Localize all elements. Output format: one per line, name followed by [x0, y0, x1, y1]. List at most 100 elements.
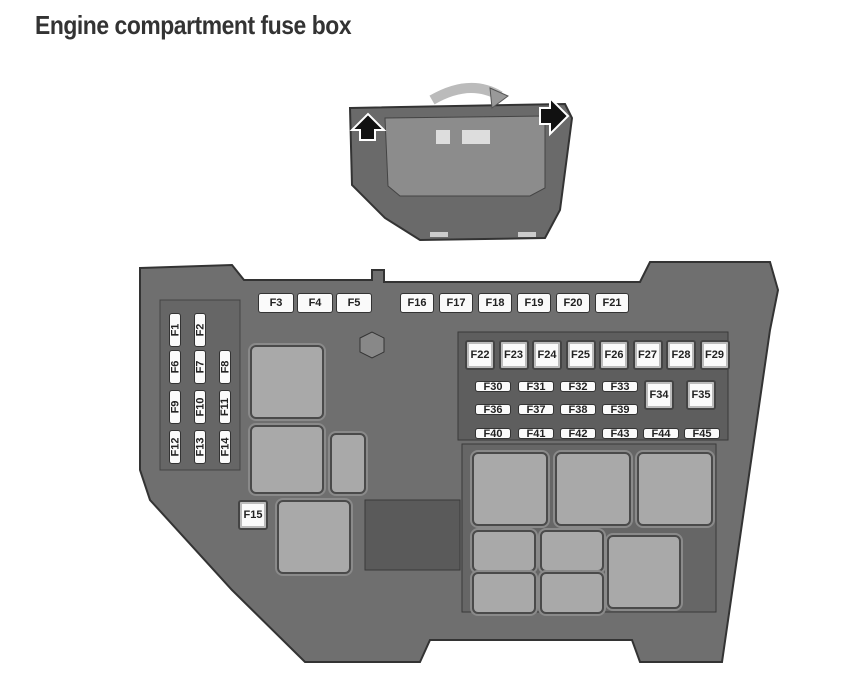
fuse-f16[interactable]: F16 [400, 293, 434, 313]
page-title: Engine compartment fuse box [35, 10, 352, 40]
fuse-label: F23 [504, 349, 523, 361]
fuse-f19[interactable]: F19 [517, 293, 551, 313]
relay [472, 572, 536, 614]
fuse-label: F10 [194, 397, 206, 417]
fuse-f3[interactable]: F3 [258, 293, 294, 313]
relay [472, 452, 548, 526]
fuse-label: F5 [347, 297, 361, 309]
fuse-label: F29 [705, 349, 724, 361]
relay [250, 345, 324, 419]
fuse-f32[interactable]: F32 [560, 381, 596, 393]
fuse-f38[interactable]: F38 [560, 403, 596, 416]
fuse-f41[interactable]: F41 [518, 428, 554, 440]
relay [472, 530, 536, 572]
fuse-label: F9 [169, 400, 181, 414]
fuse-f20[interactable]: F20 [556, 293, 590, 313]
fuse-label: F31 [526, 380, 546, 393]
fuse-f25[interactable]: F25 [565, 340, 596, 370]
fuse-f17[interactable]: F17 [439, 293, 473, 313]
fuse-f1[interactable]: F1 [169, 313, 181, 347]
fuse-f14[interactable]: F14 [219, 430, 231, 464]
fuse-f22[interactable]: F22 [465, 340, 495, 370]
fuse-f6[interactable]: F6 [169, 350, 181, 384]
fuse-label: F37 [526, 403, 546, 416]
fuse-label: F12 [169, 437, 181, 457]
relay [250, 425, 324, 494]
fuse-label: F30 [483, 380, 503, 393]
fuse-f42[interactable]: F42 [560, 427, 596, 440]
fuse-label: F36 [483, 403, 503, 416]
fuse-f10[interactable]: F10 [194, 390, 206, 424]
fuse-f13[interactable]: F13 [194, 430, 206, 464]
fuse-label: F42 [568, 427, 588, 440]
fuse-f26[interactable]: F26 [599, 340, 629, 370]
fuse-label: F22 [470, 349, 490, 361]
fuse-f28[interactable]: F28 [666, 340, 696, 370]
relay [555, 452, 631, 526]
fuse-label: F8 [219, 360, 231, 374]
fuse-f9[interactable]: F9 [169, 390, 181, 424]
fuse-f24[interactable]: F24 [532, 340, 562, 370]
fuse-f34[interactable]: F34 [644, 380, 674, 410]
fuse-f39[interactable]: F39 [602, 403, 638, 416]
fuse-label: F38 [568, 403, 588, 416]
fuse-f30[interactable]: F30 [475, 380, 511, 393]
fuse-f15[interactable]: F15 [238, 500, 268, 530]
fuse-f27[interactable]: F27 [632, 340, 663, 370]
fuse-f21[interactable]: F21 [595, 293, 629, 313]
fuse-f7[interactable]: F7 [194, 350, 206, 384]
fuse-label: F24 [537, 349, 557, 361]
relay [607, 535, 681, 609]
fuse-label: F14 [219, 437, 231, 457]
fuse-label: F6 [169, 360, 181, 374]
fuse-label: F11 [219, 397, 232, 417]
fuse-label: F13 [194, 437, 206, 457]
fuse-label: F18 [485, 297, 505, 309]
fuse-f31[interactable]: F31 [518, 380, 554, 393]
nut-icon [359, 331, 385, 359]
manual-book-icon [462, 130, 490, 144]
fuse-f18[interactable]: F18 [478, 293, 512, 313]
fuse-label: F43 [610, 427, 630, 440]
fuse-f45[interactable]: F45 [684, 427, 720, 440]
fuse-label: F2 [194, 323, 206, 337]
fuse-f37[interactable]: F37 [518, 403, 554, 416]
fuse-label: F39 [610, 403, 630, 416]
fuse-label: F16 [407, 297, 427, 309]
fuse-f29[interactable]: F29 [699, 340, 730, 370]
fuse-label: F40 [483, 427, 503, 440]
relay [540, 572, 604, 614]
fuse-label: F3 [269, 297, 283, 309]
fuse-label: F35 [691, 389, 711, 401]
fuse-f2[interactable]: F2 [194, 313, 206, 347]
relay [277, 500, 351, 574]
fuse-f8[interactable]: F8 [219, 350, 231, 384]
fuse-f5[interactable]: F5 [336, 293, 372, 313]
fuse-f11[interactable]: F11 [219, 390, 231, 424]
fuse-f33[interactable]: F33 [602, 380, 638, 393]
fuse-f36[interactable]: F36 [475, 403, 511, 416]
fuse-label: F28 [671, 349, 691, 361]
fuse-f40[interactable]: F40 [475, 427, 511, 440]
fuse-f4[interactable]: F4 [297, 293, 333, 313]
fuse-label: F33 [610, 380, 630, 393]
fuse-label: F4 [308, 297, 322, 309]
fuse-f43[interactable]: F43 [602, 427, 638, 440]
fuse-label: F19 [524, 297, 544, 309]
car-lift-icon [436, 130, 450, 144]
fuse-f35[interactable]: F35 [686, 380, 716, 410]
fuse-f23[interactable]: F23 [498, 340, 529, 370]
fuse-label: F17 [446, 297, 466, 309]
fuse-label: F34 [649, 389, 669, 401]
fuse-f44[interactable]: F44 [643, 427, 679, 440]
fuse-label: F20 [563, 297, 583, 309]
fuse-label: F45 [692, 427, 712, 440]
fuse-label: F7 [194, 360, 206, 374]
fuse-label: F44 [651, 427, 671, 440]
fuse-label: F27 [638, 349, 657, 361]
relay [637, 452, 713, 526]
fuse-label: F25 [571, 349, 590, 361]
fuse-f12[interactable]: F12 [169, 430, 181, 464]
fuse-label: F26 [604, 349, 624, 361]
